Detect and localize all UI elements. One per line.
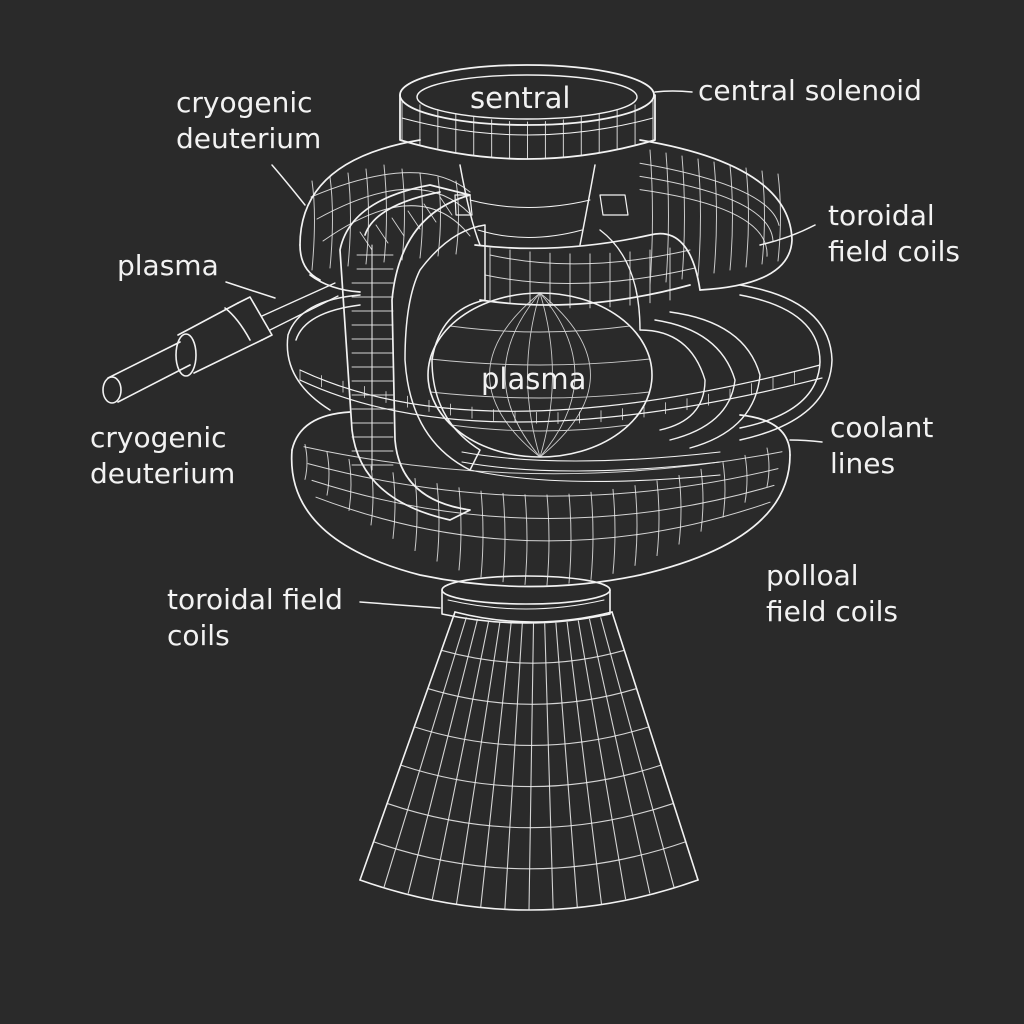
cryogenic-left-line-2: deuterium [90, 457, 236, 490]
d-shaped-coil-left [339, 184, 471, 521]
toroidal-field-coils-label-right: toroidal field coils [828, 198, 960, 270]
leader-toroidal-bottom [359, 601, 441, 609]
plasma-label-left: plasma [117, 249, 219, 282]
toroidal-right-line-1: toroidal [828, 199, 935, 232]
coolant-line-1: coolant [830, 411, 934, 444]
toroidal-field-coils-label-bottom: toroidal field coils [167, 582, 343, 654]
cone-base [359, 611, 699, 911]
cryogenic-deuterium-label-top: cryogenic deuterium [176, 85, 321, 157]
central-solenoid-cylinder [399, 64, 656, 246]
leader-cryogenic-top [271, 164, 306, 206]
central-solenoid-label: central solenoid [698, 74, 922, 107]
cryogenic-top-line-2: deuterium [176, 122, 322, 155]
leader-central-solenoid [654, 90, 693, 93]
poloidal-line-1: polloal [766, 559, 859, 592]
leader-toroidal-right [759, 224, 816, 246]
cryogenic-top-line-1: cryogenic [176, 86, 313, 119]
plasma-sphere [427, 292, 653, 458]
sentral-label: sentral [470, 81, 571, 115]
cryogenic-deuterium-label-left: cryogenic deuterium [90, 420, 235, 492]
toroidal-right-line-2: field coils [828, 235, 960, 268]
d-shaped-coil-inner [404, 224, 486, 471]
toroidal-bottom-line-2: coils [167, 619, 230, 652]
leader-plasma-left [225, 281, 276, 299]
coolant-line-2: lines [830, 447, 896, 480]
plasma-label-center: plasma [481, 362, 587, 396]
lower-poloidal-torus [290, 411, 791, 588]
toroidal-bottom-line-1: toroidal field [167, 583, 343, 616]
inner-right-coils [599, 229, 761, 449]
injector-pipe [102, 282, 339, 404]
cryogenic-left-line-1: cryogenic [90, 421, 227, 454]
coolant-lines-label: coolant lines [830, 410, 933, 482]
leader-coolant [789, 439, 823, 443]
poloidal-field-coils-label: polloal field coils [766, 558, 898, 630]
poloidal-line-2: field coils [766, 595, 898, 628]
leader-lines [225, 90, 823, 609]
upper-toroidal-torus [299, 139, 793, 309]
